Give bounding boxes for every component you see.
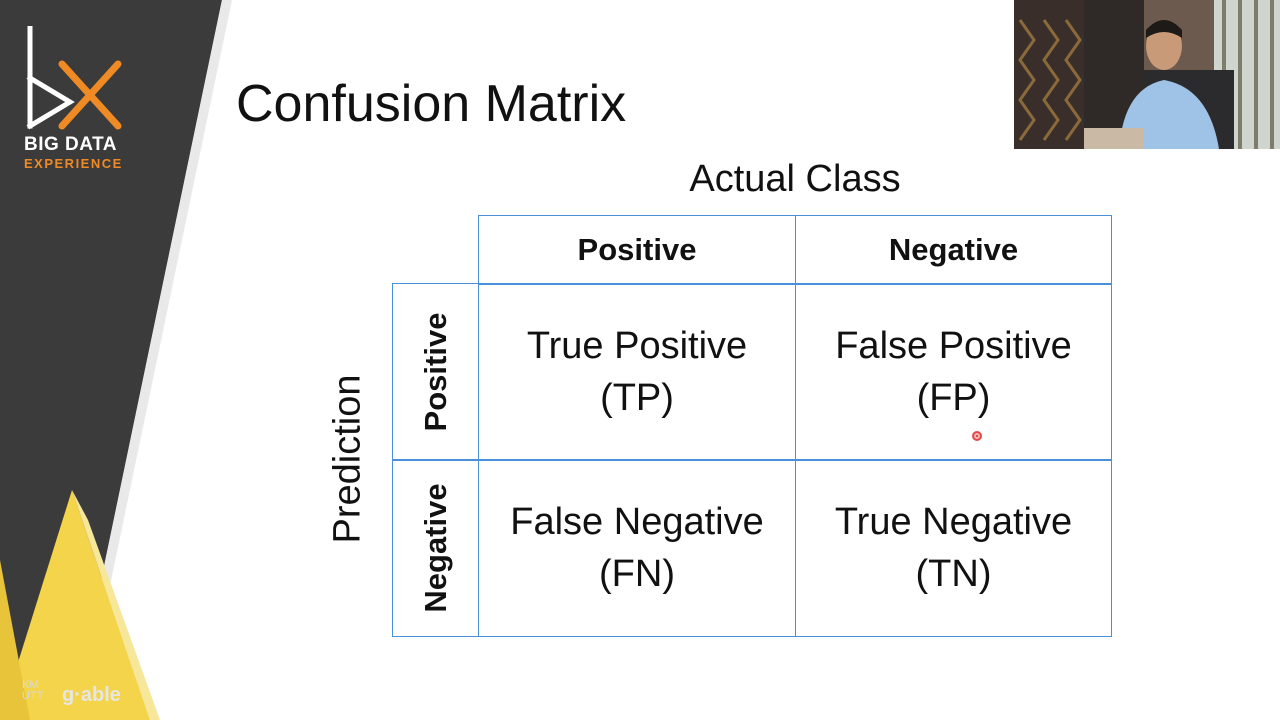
row-header-positive: Positive xyxy=(392,283,479,461)
brand-name: BIG DATA xyxy=(24,134,118,155)
sponsor-logo-kmutt: KM UTT xyxy=(22,679,44,702)
cell-line2: (TN) xyxy=(915,553,992,595)
column-header-label: Positive xyxy=(577,232,697,267)
cell-line2: (FP) xyxy=(916,377,991,419)
cell-line1: False Negative xyxy=(510,501,764,543)
row-header-label: Positive xyxy=(417,312,453,432)
left-decorative-band xyxy=(0,0,232,720)
matrix-cell-true-negative: True Negative (TN) xyxy=(795,459,1112,637)
sponsor-logo-gable: g·able xyxy=(62,684,121,706)
matrix-cell-false-positive: False Positive (FP) xyxy=(795,283,1112,461)
matrix-cell-false-negative: False Negative (FN) xyxy=(478,459,796,637)
actual-class-label: Actual Class xyxy=(689,158,901,200)
slide-title: Confusion Matrix xyxy=(236,75,627,133)
bx-logo-icon xyxy=(26,26,122,130)
column-header-negative: Negative xyxy=(795,215,1112,285)
row-header-negative: Negative xyxy=(392,459,479,637)
matrix-cell-true-positive: True Positive (TP) xyxy=(478,283,796,461)
laser-pointer-icon xyxy=(972,431,982,441)
row-header-label: Negative xyxy=(417,483,453,613)
presenter-webcam-video xyxy=(1014,0,1280,149)
brand-subtitle: EXPERIENCE xyxy=(24,156,123,171)
cell-line1: True Negative xyxy=(834,501,1073,543)
column-header-label: Negative xyxy=(888,232,1019,267)
cell-line1: True Positive xyxy=(526,325,748,367)
cell-line1: False Positive xyxy=(835,325,1072,367)
cell-line2: (TP) xyxy=(600,377,674,419)
prediction-label: Prediction xyxy=(326,374,369,544)
column-header-positive: Positive xyxy=(478,215,796,285)
cell-line2: (FN) xyxy=(599,553,675,595)
